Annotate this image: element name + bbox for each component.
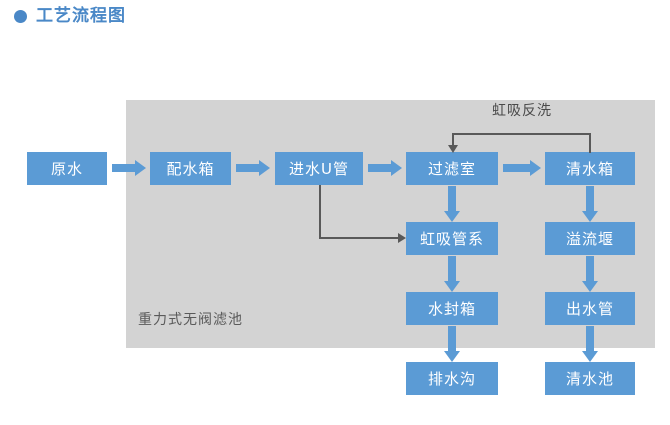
arrow-shaft <box>112 164 135 172</box>
connector-backwash-horizontal <box>452 133 590 135</box>
arrow-shaft <box>503 164 530 172</box>
arrow-head-icon <box>444 281 460 292</box>
bullet-icon <box>14 10 27 23</box>
connector-upipe-to-siphon-horizontal <box>319 237 399 239</box>
arrow-outlet-to-pool <box>582 326 598 362</box>
node-siphon-piping[interactable]: 虹吸管系 <box>406 222 498 255</box>
arrow-head-icon <box>582 211 598 222</box>
backwash-label: 虹吸反洗 <box>492 103 552 119</box>
page-title-bar: 工艺流程图 <box>14 8 126 25</box>
arrow-head-icon <box>530 160 541 176</box>
arrow-shaft <box>368 164 391 172</box>
filter-unit-panel-label: 重力式无阀滤池 <box>138 312 243 328</box>
arrow-shaft <box>586 256 594 281</box>
arrow-filter-to-cleartank <box>503 160 541 176</box>
arrow-distribution-to-upipe <box>236 160 270 176</box>
node-raw-water[interactable]: 原水 <box>27 152 107 185</box>
arrow-shaft <box>236 164 259 172</box>
node-drainage-ditch[interactable]: 排水沟 <box>406 362 498 395</box>
connector-upipe-to-siphon-vertical <box>319 185 321 238</box>
arrow-sealbox-to-ditch <box>444 326 460 362</box>
arrow-head-icon <box>391 160 402 176</box>
arrow-shaft <box>448 186 456 211</box>
arrow-raw-to-distribution <box>112 160 146 176</box>
arrow-head-icon <box>444 211 460 222</box>
connector-arrow-head-icon <box>398 233 406 243</box>
node-clear-water-pool[interactable]: 清水池 <box>545 362 635 395</box>
node-overflow-weir[interactable]: 溢流堰 <box>545 222 635 255</box>
arrow-shaft <box>448 326 456 351</box>
connector-backwash-arrow-head-icon <box>448 145 458 153</box>
node-inlet-u-pipe[interactable]: 进水U管 <box>275 152 363 185</box>
node-filter-chamber[interactable]: 过滤室 <box>406 152 498 185</box>
arrow-weir-to-outlet <box>582 256 598 292</box>
arrow-head-icon <box>582 281 598 292</box>
arrow-cleartank-to-weir <box>582 186 598 222</box>
arrow-shaft <box>586 186 594 211</box>
arrow-shaft <box>448 256 456 281</box>
arrow-head-icon <box>444 351 460 362</box>
connector-backwash-left-vertical <box>452 133 454 146</box>
arrow-siphon-to-sealbox <box>444 256 460 292</box>
node-water-seal-box[interactable]: 水封箱 <box>406 292 498 325</box>
arrow-head-icon <box>582 351 598 362</box>
arrow-shaft <box>586 326 594 351</box>
arrow-upipe-to-filter <box>368 160 402 176</box>
node-distribution-tank[interactable]: 配水箱 <box>150 152 231 185</box>
arrow-filter-to-siphon <box>444 186 460 222</box>
arrow-head-icon <box>259 160 270 176</box>
node-clear-water-tank[interactable]: 清水箱 <box>545 152 635 185</box>
connector-backwash-right-vertical <box>589 133 591 153</box>
node-outlet-pipe[interactable]: 出水管 <box>545 292 635 325</box>
arrow-head-icon <box>135 160 146 176</box>
page-title: 工艺流程图 <box>36 6 126 26</box>
